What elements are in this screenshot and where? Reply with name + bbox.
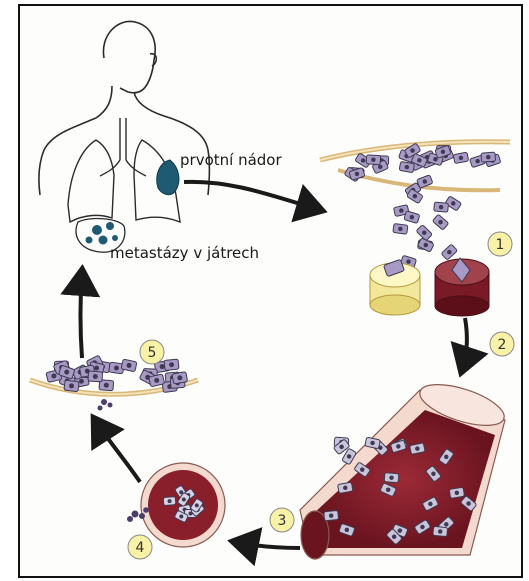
cell-nucleus — [424, 243, 429, 248]
svg-text:3: 3 — [278, 513, 287, 529]
arrow-stage1-to-stage2 — [462, 318, 467, 370]
metastasis-spot — [99, 236, 108, 245]
cell-nucleus — [422, 230, 427, 235]
cell-nucleus — [441, 150, 446, 155]
cell-nucleus — [378, 165, 383, 170]
cell-nucleus — [345, 528, 350, 533]
cell-nucleus — [195, 503, 199, 507]
cell-nucleus — [182, 497, 186, 501]
cell-nucleus — [455, 491, 460, 496]
cell-nucleus — [329, 513, 334, 518]
cell-nucleus — [410, 215, 415, 220]
arrow-stage3-to-stage4 — [235, 542, 300, 548]
cell-nucleus — [444, 455, 449, 460]
cell-nucleus — [406, 259, 411, 264]
cell-nucleus — [160, 364, 165, 369]
cell-nucleus — [104, 383, 109, 388]
cell-nucleus — [447, 250, 452, 255]
cell-nucleus — [438, 529, 443, 534]
cell-nucleus — [423, 179, 428, 184]
cell-nucleus — [433, 157, 438, 162]
cell-nucleus — [444, 522, 449, 527]
secondary-colony — [46, 355, 188, 392]
cell-nucleus — [410, 148, 415, 153]
step-2-marker: 2 — [490, 332, 514, 356]
cell-nucleus — [420, 525, 425, 530]
cell-nucleus — [339, 445, 344, 450]
cell-nucleus — [386, 488, 391, 493]
cell-nucleus — [127, 363, 132, 368]
svg-text:1: 1 — [496, 237, 505, 253]
blood-vessel — [435, 258, 489, 316]
liver-metastases-label: metastázy v játrech — [110, 244, 259, 262]
cell-nucleus — [389, 475, 394, 480]
cell-nucleus — [93, 374, 98, 379]
cell-nucleus — [405, 165, 410, 170]
cell-nucleus — [459, 156, 464, 161]
cell-nucleus — [439, 205, 444, 210]
svg-text:2: 2 — [498, 337, 507, 353]
primary-tumor-label: prvotní nádor — [180, 151, 282, 169]
cell-nucleus — [177, 375, 182, 380]
cell-nucleus — [486, 155, 491, 160]
primary-tumor-mass — [157, 160, 179, 195]
cell-nucleus — [417, 158, 422, 163]
cell-nucleus — [343, 486, 348, 491]
cell-nucleus — [399, 208, 404, 213]
cell-nucleus — [451, 201, 456, 206]
arrow-stage4-to-stage5 — [95, 420, 140, 482]
arrow-stage5-to-liver — [81, 272, 83, 358]
step-1-marker: 1 — [488, 232, 512, 256]
cell-nucleus — [370, 441, 375, 446]
colony-invading-cells — [98, 399, 113, 411]
cell-nucleus — [415, 446, 420, 451]
cell-nucleus — [428, 502, 433, 507]
cell-nucleus — [168, 499, 172, 503]
metastasis-spot — [86, 237, 93, 244]
cell-nucleus — [361, 158, 366, 163]
cell-nucleus — [69, 383, 74, 388]
cell-nucleus — [475, 159, 480, 164]
cell-nucleus — [466, 501, 471, 506]
cell-nucleus — [154, 378, 159, 383]
cell-nucleus — [431, 472, 436, 477]
cell-nucleus — [355, 172, 360, 177]
step-4-marker: 4 — [128, 535, 152, 559]
stage1-cell-cluster — [344, 143, 501, 268]
metastasis-spot — [92, 225, 102, 235]
cell-nucleus — [64, 370, 69, 375]
cell-nucleus — [392, 534, 397, 539]
cell-nucleus — [413, 194, 418, 199]
svg-text:5: 5 — [148, 345, 157, 361]
cell-nucleus — [360, 467, 365, 472]
cell-nucleus — [371, 157, 376, 162]
cell-nucleus — [438, 220, 443, 225]
metastasis-spot — [112, 235, 118, 241]
cell-nucleus — [398, 227, 403, 232]
svg-text:4: 4 — [136, 540, 145, 556]
cell-nucleus — [79, 379, 84, 384]
cell-nucleus — [398, 528, 403, 533]
step-3-marker: 3 — [270, 508, 294, 532]
cell-nucleus — [179, 514, 183, 518]
metastasis-spot — [106, 222, 114, 230]
cell-nucleus — [114, 365, 119, 370]
cell-nucleus — [169, 362, 174, 367]
step-5-marker: 5 — [140, 340, 164, 364]
cell-nucleus — [396, 444, 401, 449]
cell-nucleus — [94, 366, 99, 371]
arrow-tumor-to-stage1 — [184, 182, 320, 210]
cell-nucleus — [51, 373, 56, 378]
lymph-vessel — [370, 259, 420, 315]
cell-nucleus — [347, 454, 352, 459]
